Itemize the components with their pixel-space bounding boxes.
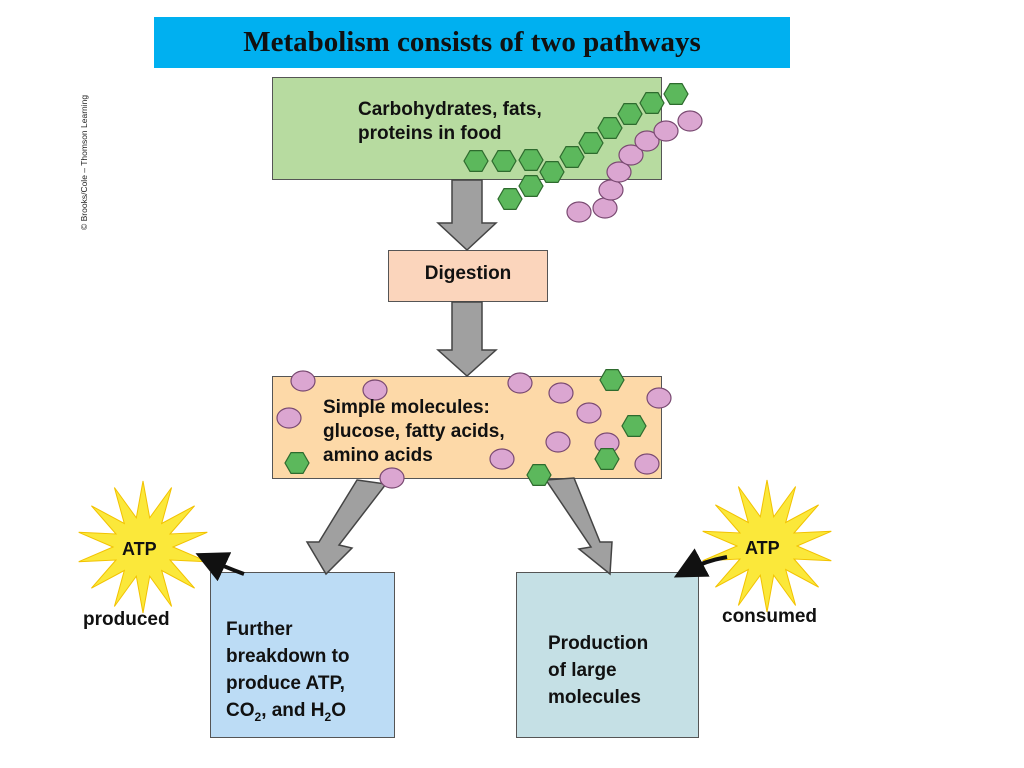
food-label-line-1: Carbohydrates, fats, (358, 99, 542, 120)
circle-molecule (548, 382, 574, 404)
simple-label-line-3: amino acids (323, 445, 433, 467)
scattered-molecules (276, 369, 672, 489)
title-banner: Metabolism consists of two pathways (154, 17, 790, 68)
atp-label-left: ATP (122, 539, 157, 559)
hexagon-molecule (518, 149, 544, 171)
hexagon-molecule (491, 150, 517, 172)
circle-molecule (618, 144, 644, 166)
hexagon-molecule (663, 82, 689, 106)
hexagon-molecule (578, 132, 604, 154)
simple-label-line-1: Simple molecules: (323, 397, 490, 418)
arrow-food-to-digestion (436, 179, 498, 252)
circle-molecule (290, 370, 316, 392)
curved-arrow-right (673, 548, 728, 578)
hexagon-molecule (463, 150, 489, 172)
breakdown-line-4: CO2, and H2O (226, 699, 346, 724)
hexagon-molecule (284, 452, 310, 474)
breakdown-box (210, 572, 395, 738)
atp-burst-right (702, 479, 832, 613)
circle-molecule (507, 372, 533, 394)
hexagon-molecule (639, 91, 665, 115)
circle-molecule (489, 448, 515, 470)
arrow-digestion-to-simple (436, 301, 498, 378)
produced-caption: produced (83, 609, 170, 630)
hexagon-molecule (617, 102, 643, 126)
curved-arrow-left (195, 552, 245, 582)
circle-molecule (379, 467, 405, 489)
hexagon-molecule (594, 448, 620, 470)
production-box (516, 572, 699, 738)
hexagon-molecule (526, 464, 552, 486)
production-line-1: Production (548, 633, 649, 654)
circle-molecule (362, 379, 388, 401)
hexagon-molecule (559, 146, 585, 168)
circle-molecule (592, 197, 618, 219)
production-line-3: molecules (548, 686, 641, 708)
hexagon-molecule (621, 415, 647, 437)
circle-molecule (576, 402, 602, 424)
simple-molecules-label: Simple molecules: glucose, fatty acids, … (323, 396, 505, 468)
circle-molecule (634, 453, 660, 475)
breakdown-line-3: produce ATP, (226, 672, 345, 694)
breakdown-label: Further breakdown to produce ATP, CO2, a… (226, 617, 350, 726)
hexagon-molecule (518, 175, 544, 197)
food-label-line-2: proteins in food (358, 123, 502, 145)
digestion-box (388, 250, 548, 302)
circle-molecule (545, 431, 571, 453)
hexagon-molecule (539, 161, 565, 183)
circle-molecule (653, 120, 679, 142)
digestion-label: Digestion (424, 263, 512, 284)
breakdown-line-2: breakdown to (226, 645, 350, 667)
circle-molecule (276, 407, 302, 429)
breakdown-line-1: Further (226, 619, 293, 640)
production-label: Production of large molecules (548, 631, 648, 712)
hexagon-molecule (597, 116, 623, 139)
simple-label-line-2: glucose, fatty acids, (323, 421, 505, 443)
page-title: Metabolism consists of two pathways (243, 26, 701, 58)
arrow-to-breakdown (305, 479, 388, 576)
hexagon-molecule (599, 369, 625, 391)
circle-molecule (634, 130, 660, 152)
arrow-to-production (544, 477, 613, 576)
circle-molecule (646, 387, 672, 409)
circle-molecule (677, 110, 703, 132)
food-box-label: Carbohydrates, fats, proteins in food (358, 98, 542, 146)
atp-label-right: ATP (745, 538, 780, 558)
circle-molecule (566, 201, 592, 223)
atp-burst-left (78, 480, 208, 614)
circle-molecule (606, 161, 632, 183)
circle-chain-food (566, 110, 703, 223)
hexagon-chain-food (463, 82, 689, 210)
production-line-2: of large (548, 659, 617, 681)
consumed-caption: consumed (722, 606, 818, 627)
circle-molecule (598, 179, 624, 201)
hexagon-molecule (497, 188, 523, 210)
